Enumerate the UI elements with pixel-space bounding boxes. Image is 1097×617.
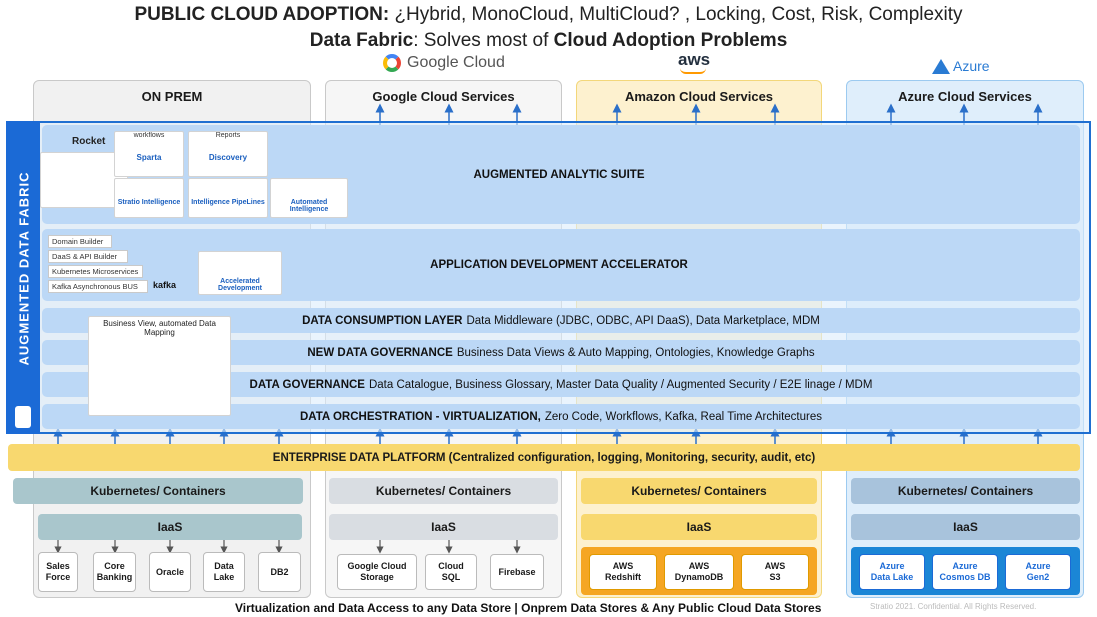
dev-item-daas-builder: DaaS & API Builder <box>48 250 128 263</box>
discovery-thumbnail: Reports Discovery <box>188 131 268 177</box>
store-aws-dynamodb: AWS DynamoDB <box>664 554 734 590</box>
column-title: ON PREM <box>141 89 203 104</box>
main-title: PUBLIC CLOUD ADOPTION: ¿Hybrid, MonoClou… <box>134 4 963 25</box>
accelerated-dev-thumbnail: Accelerated Development <box>198 251 282 295</box>
iaas-google: IaaS <box>329 514 558 540</box>
iaas-onprem: IaaS <box>38 514 302 540</box>
google-cloud-logo: Google Cloud <box>383 54 505 72</box>
store-oracle: Oracle <box>149 552 191 592</box>
store-firebase: Firebase <box>490 554 544 590</box>
copyright: Stratio 2021. Confidential. All Rights R… <box>870 602 1037 611</box>
subtitle: Data Fabric: Solves most of Cloud Adopti… <box>309 30 788 51</box>
automl-label: Automated Intelligence <box>289 199 329 213</box>
store-db2: DB2 <box>258 552 301 592</box>
workflows-label: workflows <box>133 132 165 139</box>
k8s-aws: Kubernetes/ Containers <box>581 478 817 504</box>
store-core-banking: Core Banking <box>93 552 136 592</box>
store-google-cloud-storage: Google Cloud Storage <box>337 554 417 590</box>
azure-icon <box>932 58 950 74</box>
sparta-thumbnail: workflows Sparta <box>114 131 184 177</box>
store-azure-cosmos-db: Azure Cosmos DB <box>932 554 998 590</box>
k8s-azure: Kubernetes/ Containers <box>851 478 1080 504</box>
stratio-intelligence-label: Stratio Intelligence <box>117 199 181 206</box>
rocket-thumbnail <box>40 152 128 208</box>
k8s-google: Kubernetes/ Containers <box>329 478 558 504</box>
enterprise-data-platform: ENTERPRISE DATA PLATFORM (Centralized co… <box>8 444 1080 471</box>
store-data-lake: Data Lake <box>203 552 245 592</box>
reports-label: Reports <box>215 132 241 139</box>
k8s-onprem: Kubernetes/ Containers <box>13 478 303 504</box>
pipelines-label: Intelligence PipeLines <box>191 199 265 206</box>
fabric-side-title: AUGMENTED DATA FABRIC <box>16 171 32 366</box>
iaas-aws: IaaS <box>581 514 817 540</box>
business-view-thumbnail: Business View, automated Data Mapping <box>88 316 231 416</box>
accelerated-dev-label: Accelerated Development <box>218 278 262 292</box>
dev-item-domain-builder: Domain Builder <box>48 235 112 248</box>
rocket-label: Rocket <box>72 136 106 147</box>
fabric-side-bar: AUGMENTED DATA FABRIC STRATIO <box>6 121 40 518</box>
azure-logo: Azure <box>932 58 990 74</box>
column-title: Azure Cloud Services <box>898 89 1032 104</box>
column-title: Google Cloud Services <box>372 89 515 104</box>
aws-logo: aws <box>678 50 711 69</box>
discovery-label: Discovery <box>208 153 248 162</box>
kafka-logo: kafka <box>153 280 177 290</box>
business-view-label: Business View, automated Data Mapping <box>103 319 216 337</box>
iaas-azure: IaaS <box>851 514 1080 540</box>
stratio-logo-icon <box>15 406 31 428</box>
store-aws-redshift: AWS Redshift <box>589 554 657 590</box>
store-azure-gen2: Azure Gen2 <box>1005 554 1071 590</box>
pipelines-thumbnail: Intelligence PipeLines <box>188 178 268 218</box>
sparta-label: Sparta <box>136 153 162 162</box>
store-azure-data-lake: Azure Data Lake <box>859 554 925 590</box>
column-title: Amazon Cloud Services <box>624 89 774 104</box>
aws-smile-icon <box>680 68 706 74</box>
dev-item-kafka-bus: Kafka Asynchronous BUS <box>48 280 148 293</box>
store-salesforce: Sales Force <box>38 552 78 592</box>
stratio-intelligence-thumbnail: Stratio Intelligence <box>114 178 184 218</box>
google-icon <box>383 54 401 72</box>
store-aws-s3: AWS S3 <box>741 554 809 590</box>
automl-thumbnail: Automated Intelligence <box>270 178 348 218</box>
footer-caption: Virtualization and Data Access to any Da… <box>235 601 822 615</box>
store-cloud-sql: Cloud SQL <box>425 554 477 590</box>
dev-item-k8s-microservices: Kubernetes Microservices <box>48 265 143 278</box>
